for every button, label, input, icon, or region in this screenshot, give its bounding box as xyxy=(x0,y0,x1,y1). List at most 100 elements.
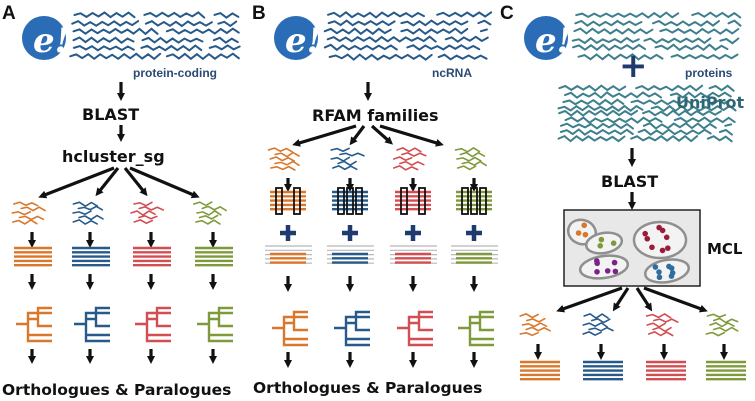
sequence-line xyxy=(165,52,240,61)
source-sequences-b xyxy=(323,11,493,61)
cluster-point xyxy=(594,258,600,264)
panel-label-a: A xyxy=(2,3,16,24)
sequence-line xyxy=(673,116,736,124)
cluster-point xyxy=(665,245,671,251)
sequence-line xyxy=(646,322,666,328)
cluster-point xyxy=(659,227,666,234)
step-blast-a: BLAST xyxy=(82,105,139,124)
sequence-line xyxy=(477,19,492,26)
sequence-line xyxy=(526,317,546,323)
sequence-line xyxy=(525,326,551,332)
sequence-line xyxy=(193,201,213,207)
gene-tree xyxy=(16,306,52,343)
sequence-line xyxy=(712,317,739,324)
sequence-line xyxy=(564,116,663,124)
split-arrows-b xyxy=(292,124,444,147)
gene-tree xyxy=(135,306,171,343)
gene-tree xyxy=(74,306,110,343)
cluster-point xyxy=(644,235,651,242)
sequence-line xyxy=(558,109,639,117)
sequence-line xyxy=(72,210,92,216)
sequence-line xyxy=(339,152,365,157)
sequence-line xyxy=(327,19,396,27)
sequence-line xyxy=(330,147,350,153)
sequence-line xyxy=(642,109,722,117)
sequence-line xyxy=(400,152,427,157)
source-label-c: proteins xyxy=(685,66,733,80)
structure-box xyxy=(346,187,354,215)
family-columns-b xyxy=(265,146,498,368)
sequence-line xyxy=(328,53,433,61)
logo-circle xyxy=(524,16,568,60)
split-arrows-c xyxy=(556,286,708,313)
sequence-line xyxy=(330,156,351,162)
sequence-line xyxy=(588,326,614,332)
source-sequences-a xyxy=(69,11,241,61)
sequence-line xyxy=(212,36,239,44)
sequence-line xyxy=(573,27,654,35)
sequence-line xyxy=(575,11,680,19)
sequence-line xyxy=(196,209,222,216)
cluster-point xyxy=(663,234,670,241)
sequence-line xyxy=(133,219,154,225)
sequence-line xyxy=(637,128,712,136)
sequence-line xyxy=(724,123,733,127)
cluster-point xyxy=(582,231,589,238)
gene-tree xyxy=(272,310,308,347)
structure-box xyxy=(418,187,426,215)
sequence-line xyxy=(705,331,726,337)
ensembl-logo-b: e! xyxy=(274,16,322,61)
sequence-line xyxy=(326,35,437,43)
sequence-line xyxy=(400,19,469,27)
logo-circle xyxy=(274,16,318,60)
source-sequences-c xyxy=(571,11,742,61)
sequence-line xyxy=(392,156,413,162)
sequence-line xyxy=(165,27,240,35)
sequence-line xyxy=(590,318,611,324)
sequence-line xyxy=(270,165,296,171)
sequence-line xyxy=(437,53,488,61)
gene-tree xyxy=(197,306,233,343)
structure-box xyxy=(293,187,301,215)
sequence-line xyxy=(706,135,733,143)
cluster-ellipse xyxy=(584,231,624,255)
sequence-line xyxy=(652,326,672,333)
sequence-line xyxy=(72,36,135,44)
split-arrows-a xyxy=(38,166,200,199)
structure-box xyxy=(470,187,478,215)
sequence-line xyxy=(323,43,398,52)
sequence-line xyxy=(337,160,357,167)
sequence-line xyxy=(659,27,740,35)
sequence-line xyxy=(77,205,104,211)
panel-label-c: C xyxy=(500,3,514,24)
cluster-point xyxy=(668,265,675,271)
plus-icon xyxy=(466,225,482,241)
sequence-line xyxy=(274,151,300,158)
cluster-point xyxy=(612,268,619,275)
sequence-line xyxy=(559,122,634,130)
logo-circle xyxy=(22,16,66,60)
sequence-line xyxy=(213,11,240,19)
sequence-line xyxy=(208,44,241,51)
plus-icon xyxy=(342,225,358,241)
cluster-point xyxy=(659,247,666,254)
cluster-point xyxy=(594,268,600,275)
sequence-line xyxy=(563,91,662,99)
sequence-line xyxy=(138,206,164,211)
sequence-line xyxy=(138,214,158,220)
sequence-line xyxy=(572,43,646,52)
sequence-line xyxy=(400,27,469,36)
step-rfam: RFAM families xyxy=(312,106,439,125)
sequence-line xyxy=(652,19,720,27)
sequence-line xyxy=(557,104,644,112)
cluster-point xyxy=(649,244,655,251)
sequence-line xyxy=(706,313,727,318)
sequence-line xyxy=(519,313,539,319)
sequence-line xyxy=(454,146,481,153)
panel-label-b: B xyxy=(252,3,266,24)
sequence-line xyxy=(141,36,204,44)
cluster-point xyxy=(610,240,617,246)
sequence-line xyxy=(69,52,162,61)
sequence-line xyxy=(652,318,679,323)
